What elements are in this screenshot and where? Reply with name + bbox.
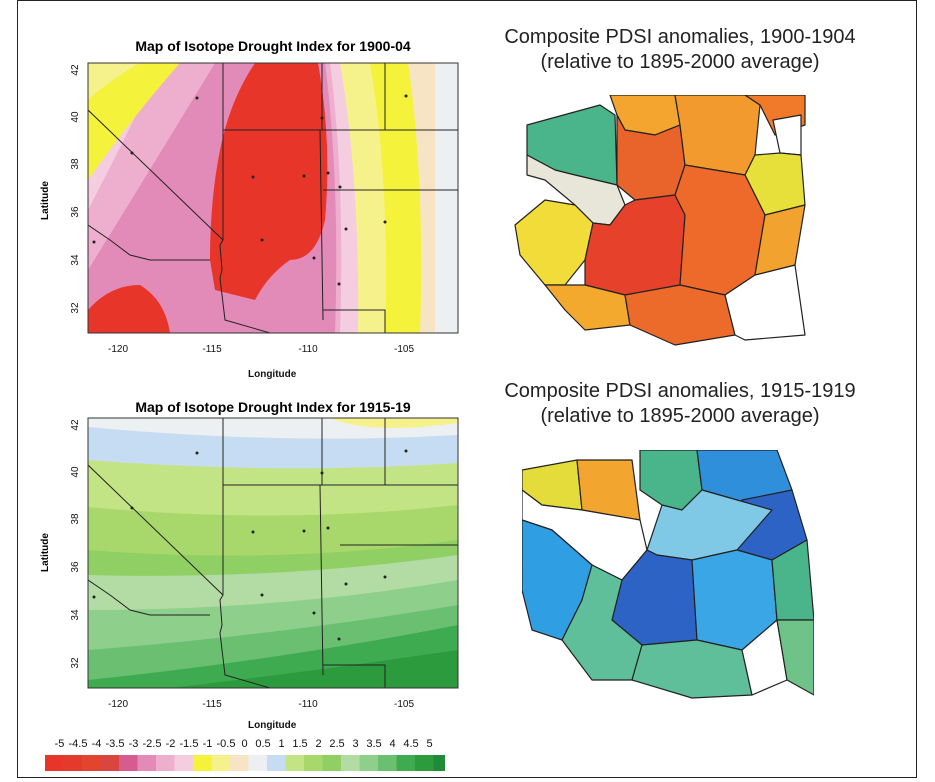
bottom-region-south-green <box>631 639 753 699</box>
bottom-region-east-green <box>771 539 814 621</box>
legend-label-19: 4.5 <box>403 738 418 750</box>
top-xtick-3: -110 <box>298 344 318 355</box>
legend-label-3: -3.5 <box>106 738 125 750</box>
bottom-map-title: Map of Isotope Drought Index for 1915-19 <box>135 399 411 415</box>
top-map-plot-border <box>87 62 459 334</box>
bottom-ytick-34: 34 <box>70 609 81 621</box>
legend-swatch-21 <box>433 755 445 771</box>
bottom-ytick-36: 36 <box>70 561 81 573</box>
top-ytick-36: 36 <box>70 206 81 218</box>
top-composite-title-line1: Composite PDSI anomalies, 1900-1904 <box>504 26 856 48</box>
legend-swatch-2 <box>82 755 101 771</box>
legend-swatch-10 <box>230 755 249 771</box>
top-composite-title: Composite PDSI anomalies, 1900-1904 (rel… <box>460 25 900 75</box>
top-band-yellow-left2 <box>88 63 180 180</box>
top-ytick-32: 32 <box>70 302 81 314</box>
top-region-white <box>772 114 802 156</box>
legend-swatch-16 <box>341 755 360 771</box>
legend-label-17: 3.5 <box>366 738 381 750</box>
legend-label-12: 1 <box>278 738 284 750</box>
legend-swatch-12 <box>267 755 286 771</box>
legend-label-18: 4 <box>389 738 395 750</box>
legend-label-9: -0.5 <box>217 738 236 750</box>
top-region-newmexico-south <box>624 284 736 346</box>
legend-swatch-17 <box>359 755 379 771</box>
bottom-isotope-map: -120 -115 -110 -105 32 34 36 38 40 42 <box>70 417 459 710</box>
legend-label-0: -5 <box>55 738 65 750</box>
legend-label-16: 3 <box>352 738 358 750</box>
legend-label-2: -4 <box>92 738 102 750</box>
bottom-band-yellow-top <box>330 418 458 428</box>
top-xtick-2: -115 <box>202 344 222 355</box>
top-ytick-40: 40 <box>70 111 81 123</box>
top-region-arizona-west <box>514 199 594 286</box>
top-composite-title-line2: (relative to 1895-2000 average) <box>540 51 820 73</box>
legend-swatch-18 <box>378 755 397 771</box>
bottom-ytick-32: 32 <box>70 657 81 669</box>
legend-swatch-13 <box>285 755 305 771</box>
legend-label-7: -1.5 <box>180 738 199 750</box>
bottom-composite-title: Composite PDSI anomalies, 1915-1919 (rel… <box>460 379 900 429</box>
legend-label-11: 0.5 <box>255 738 270 750</box>
bottom-map-xlabel: Longitude <box>248 720 297 731</box>
legend-swatch-15 <box>322 755 342 771</box>
top-map-title: Map of Isotope Drought Index for 1900-04 <box>135 38 411 54</box>
top-state-borders <box>88 63 458 333</box>
legend-swatch-3 <box>100 755 120 771</box>
top-region-orange-east <box>754 204 806 276</box>
bottom-ytick-38: 38 <box>70 513 81 525</box>
legend-label-13: 1.5 <box>292 738 307 750</box>
bottom-ytick-40: 40 <box>70 466 81 478</box>
legend-swatch-6 <box>156 755 175 771</box>
legend-label-15: 2.5 <box>329 738 344 750</box>
legend-swatch-8 <box>193 755 212 771</box>
top-band-red-core <box>210 63 328 300</box>
bottom-composite-map <box>522 450 814 699</box>
legend-label-4: -3 <box>129 738 139 750</box>
bottom-composite-title-line1: Composite PDSI anomalies, 1915-1919 <box>504 380 856 402</box>
legend-label-20: 5 <box>426 738 432 750</box>
legend-swatch-19 <box>396 755 416 771</box>
bottom-xtick-1: -120 <box>108 699 128 710</box>
top-region-colorado <box>674 95 761 176</box>
top-band-light-right <box>435 63 458 333</box>
legend-swatch-7 <box>174 755 194 771</box>
legend-label-8: -1 <box>203 738 213 750</box>
legend-label-5: -2.5 <box>143 738 162 750</box>
top-xtick-1: -120 <box>108 344 128 355</box>
bottom-xtick-2: -115 <box>202 699 222 710</box>
top-xtick-4: -105 <box>394 344 414 355</box>
bottom-band-green8 <box>170 650 458 688</box>
legend-swatch-4 <box>119 755 138 771</box>
legend-swatch-14 <box>304 755 323 771</box>
top-map-xlabel: Longitude <box>248 369 297 380</box>
top-band-yellow-left <box>88 63 140 100</box>
legend-swatch-0 <box>45 755 64 771</box>
top-ytick-38: 38 <box>70 158 81 170</box>
bottom-map-plot-border <box>87 417 459 689</box>
legend-swatch-1 <box>63 755 83 771</box>
top-ytick-42: 42 <box>70 64 81 76</box>
legend-swatch-11 <box>248 755 268 771</box>
top-isotope-map: -120 -115 -110 -105 32 34 36 38 40 42 <box>70 62 459 355</box>
legend-label-1: -4.5 <box>69 738 88 750</box>
legend-swatch-5 <box>137 755 157 771</box>
top-ytick-34: 34 <box>70 254 81 266</box>
legend-swatch-20 <box>415 755 434 771</box>
legend-swatch-9 <box>211 755 231 771</box>
bottom-region-se-green <box>776 619 814 696</box>
legend-label-6: -2 <box>166 738 176 750</box>
bottom-state-borders <box>88 418 458 688</box>
top-band-red-sw <box>88 285 170 333</box>
bottom-ytick-42: 42 <box>70 419 81 431</box>
bottom-xtick-3: -110 <box>298 699 318 710</box>
top-composite-map <box>514 95 806 346</box>
legend-label-14: 2 <box>315 738 321 750</box>
legend-label-10: 0 <box>241 738 247 750</box>
bottom-xtick-4: -105 <box>394 699 414 710</box>
bottom-composite-title-line2: (relative to 1895-2000 average) <box>540 405 820 427</box>
